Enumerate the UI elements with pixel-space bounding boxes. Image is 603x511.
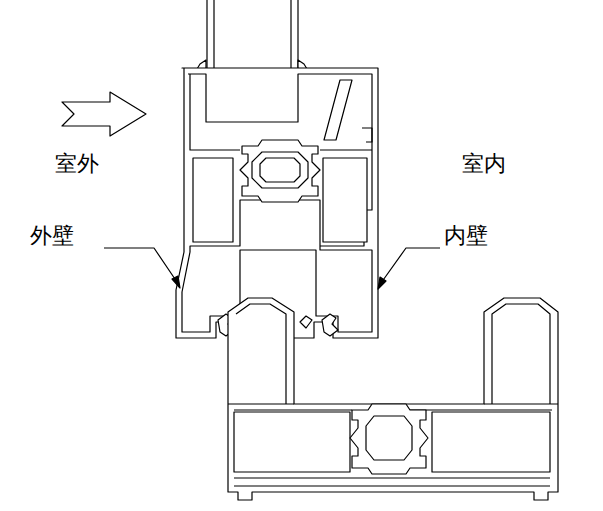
leader-line bbox=[104, 248, 440, 283]
wall-label: 外壁 bbox=[30, 224, 74, 248]
indoor-label: 室内 bbox=[462, 152, 506, 176]
arrowhead bbox=[378, 277, 386, 289]
frame-profile bbox=[228, 298, 558, 500]
hollow-arrow bbox=[62, 92, 146, 136]
sash-profile bbox=[176, 68, 378, 338]
wall-label: 内壁 bbox=[444, 224, 488, 248]
outdoor-label: 室外 bbox=[55, 152, 99, 176]
arrowhead bbox=[172, 276, 180, 288]
